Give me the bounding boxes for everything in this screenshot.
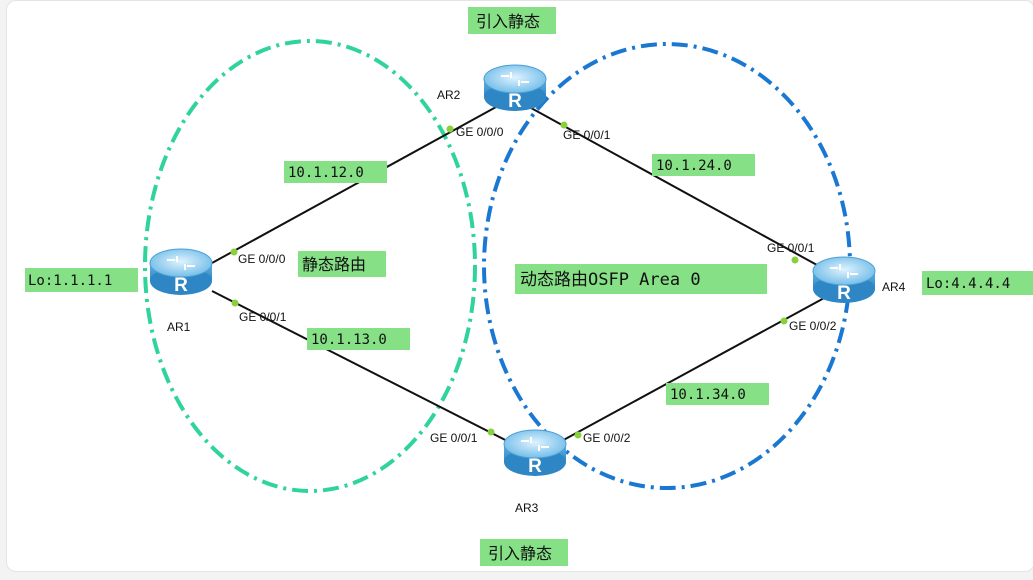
port-label-ar4-ge002: GE 0/0/2 [789, 319, 837, 333]
static-route-label: 静态路由 [302, 255, 366, 274]
redistribute-static-bottom: 引入静态 [488, 544, 552, 563]
port-dot [791, 256, 799, 264]
subnet-bg [284, 161, 387, 183]
svg-text:R: R [528, 456, 542, 477]
router-ar4[interactable]: R [812, 256, 876, 304]
link-ar2-ar4 [521, 102, 838, 277]
ospf-area-label: 动态路由OSFP Area 0 [520, 270, 701, 290]
topology-canvas: R R R R AR1 AR2 AR3 AR4 GE 0/0/0 GE 0/0/… [25, 7, 1033, 566]
port-dot [574, 431, 582, 439]
redistribute-bg [468, 7, 556, 34]
svg-text:R: R [837, 283, 851, 304]
loopback-ar4: Lo:4.4.4.4 [926, 276, 1010, 292]
static-route-zone [143, 39, 477, 493]
port-label-ar1-ge001: GE 0/0/1 [239, 310, 287, 324]
router-ar3[interactable]: R [503, 429, 567, 477]
svg-text:R: R [508, 91, 522, 112]
router-ar2[interactable]: R [483, 64, 547, 112]
router-name-ar2: AR2 [437, 88, 461, 102]
redistribute-static-top: 引入静态 [476, 12, 540, 31]
subnet-label-13: 10.1.13.0 [311, 332, 387, 348]
subnet-bg [652, 154, 755, 176]
port-dot [231, 299, 239, 307]
port-label-ar1-ge000: GE 0/0/0 [238, 252, 286, 266]
port-label-ar3-ge001: GE 0/0/1 [430, 431, 478, 445]
subnet-label-12: 10.1.12.0 [288, 165, 364, 181]
router-name-ar3: AR3 [515, 501, 539, 515]
router-name-ar1: AR1 [167, 320, 191, 334]
port-dot [780, 317, 788, 325]
link-ar1-ar3 [211, 290, 528, 452]
port-dot [560, 121, 568, 129]
router-name-ar4: AR4 [882, 280, 906, 294]
link-ar3-ar4 [546, 290, 838, 450]
port-label-ar2-ge000: GE 0/0/0 [456, 125, 504, 139]
topology-diagram: R R R R AR1 AR2 AR3 AR4 GE 0/0/0 GE 0/0/… [6, 0, 1033, 572]
port-dot [487, 428, 495, 436]
port-dot [446, 125, 454, 133]
port-label-ar4-ge001: GE 0/0/1 [767, 241, 815, 255]
loopback-ar1: Lo:1.1.1.1 [28, 273, 112, 289]
subnet-label-34: 10.1.34.0 [670, 387, 746, 403]
redistribute-bg [480, 539, 568, 566]
svg-text:R: R [174, 275, 188, 296]
zone-label-bg [515, 264, 767, 294]
router-ar1[interactable]: R [149, 248, 213, 296]
zone-label-bg [298, 251, 386, 277]
subnet-label-24: 10.1.24.0 [656, 158, 732, 174]
subnet-bg [666, 383, 769, 405]
loopback-bg [922, 271, 1033, 295]
port-label-ar2-ge001: GE 0/0/1 [563, 128, 611, 142]
subnet-bg [307, 328, 410, 350]
port-dot [230, 248, 238, 256]
loopback-bg [25, 268, 138, 292]
port-label-ar3-ge002: GE 0/0/2 [583, 431, 631, 445]
